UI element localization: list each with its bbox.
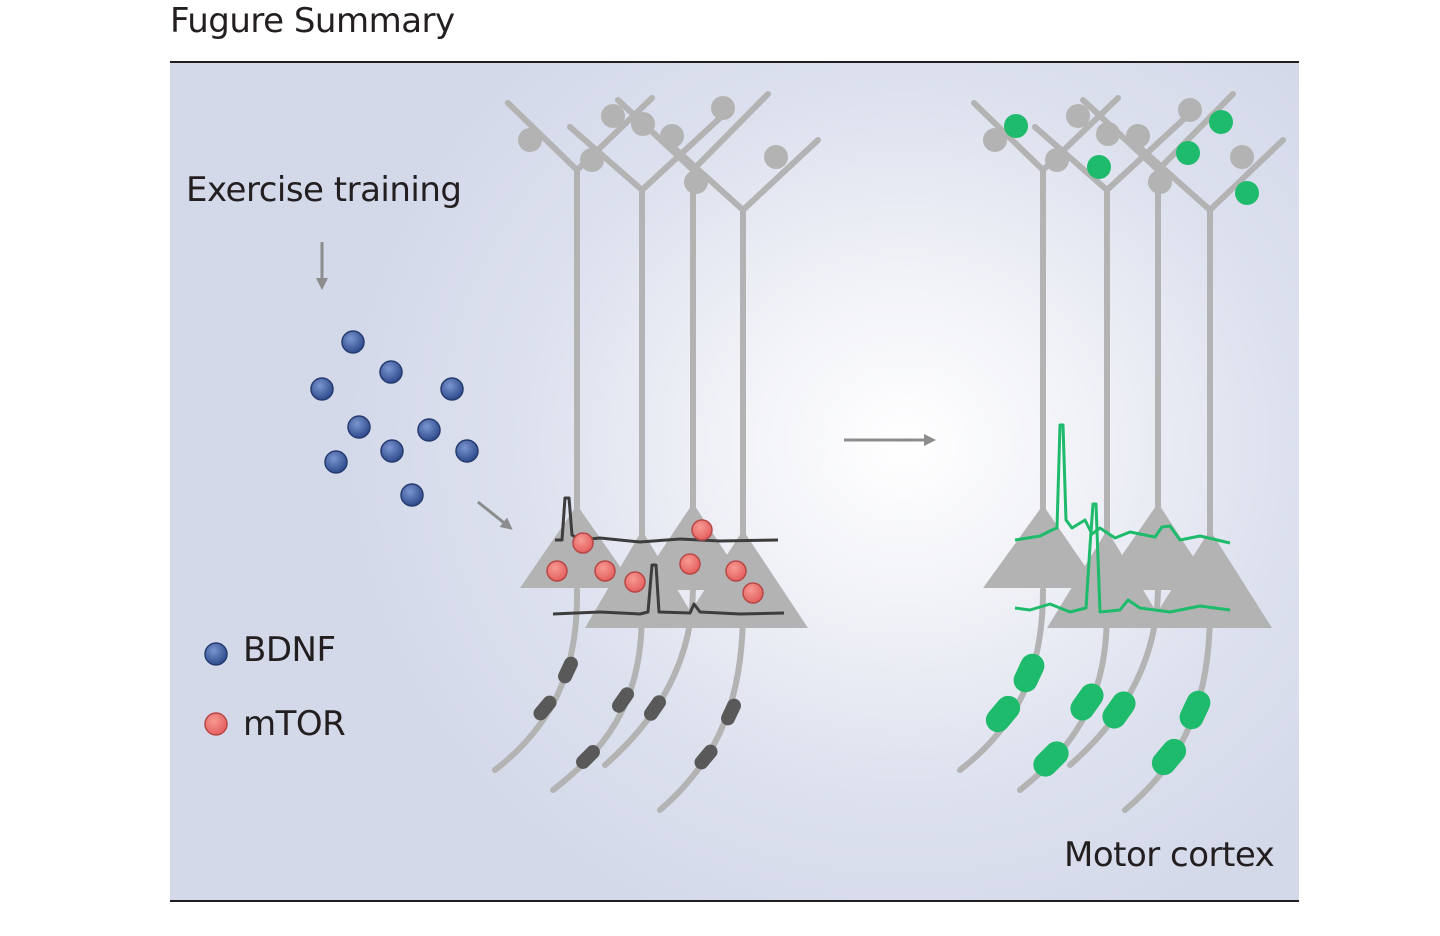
exercise-training-label: Exercise training xyxy=(186,170,462,210)
myelin-node xyxy=(1151,738,1187,776)
bdnf-dot xyxy=(310,377,334,401)
axon-node xyxy=(533,695,557,721)
axon-node xyxy=(643,695,667,721)
bottom-divider xyxy=(170,900,1299,902)
bdnf-dot xyxy=(440,377,464,401)
legend-mtor-label: mTOR xyxy=(243,704,346,744)
neurons-before xyxy=(492,91,821,813)
bdnf-dot xyxy=(417,418,441,442)
axon-node xyxy=(576,745,600,769)
axon-node xyxy=(558,656,578,684)
red-circle-icon xyxy=(204,712,228,736)
bdnf-dot xyxy=(347,415,371,439)
bdnf-cluster xyxy=(310,330,479,507)
myelin-node xyxy=(1070,683,1104,721)
mtor-dot xyxy=(572,532,594,554)
new-spine xyxy=(1176,141,1200,165)
voltage-trace xyxy=(552,563,785,616)
mtor-dot xyxy=(691,519,713,541)
axon-node xyxy=(694,744,718,770)
voltage-trace xyxy=(1014,502,1231,614)
mtor-dot xyxy=(679,553,701,575)
arrows xyxy=(316,242,936,530)
legend-bdnf-label: BDNF xyxy=(243,630,336,670)
motor-cortex-label: Motor cortex xyxy=(1064,835,1275,875)
mtor-dot xyxy=(546,560,568,582)
bdnf-dot xyxy=(379,360,403,384)
mtor-dot xyxy=(624,571,646,593)
myelin-node xyxy=(1102,691,1136,729)
blue-circle-icon xyxy=(204,642,228,666)
mtor-dot xyxy=(725,560,747,582)
myelin-node xyxy=(1179,690,1211,730)
bdnf-dot xyxy=(455,439,479,463)
new-spine xyxy=(1209,110,1233,134)
figure-title: Fugure Summary xyxy=(170,1,455,41)
myelin-node xyxy=(1033,741,1069,777)
bdnf-dot xyxy=(324,450,348,474)
mtor-dot xyxy=(594,560,616,582)
myelin-node xyxy=(1013,653,1045,693)
new-spine xyxy=(1087,155,1111,179)
bdnf-dot xyxy=(380,439,404,463)
top-divider xyxy=(170,61,1299,63)
axon-node xyxy=(721,698,741,726)
bdnf-dot xyxy=(400,483,424,507)
new-spine xyxy=(1235,181,1259,205)
myelin-node xyxy=(985,695,1021,733)
axon-node xyxy=(611,687,635,713)
neurons-after xyxy=(957,91,1286,813)
mtor-dot xyxy=(742,582,764,604)
arrow-diagonal-icon xyxy=(477,500,513,530)
bdnf-dot xyxy=(341,330,365,354)
mtor-cluster xyxy=(546,519,764,604)
new-spine xyxy=(1004,114,1028,138)
